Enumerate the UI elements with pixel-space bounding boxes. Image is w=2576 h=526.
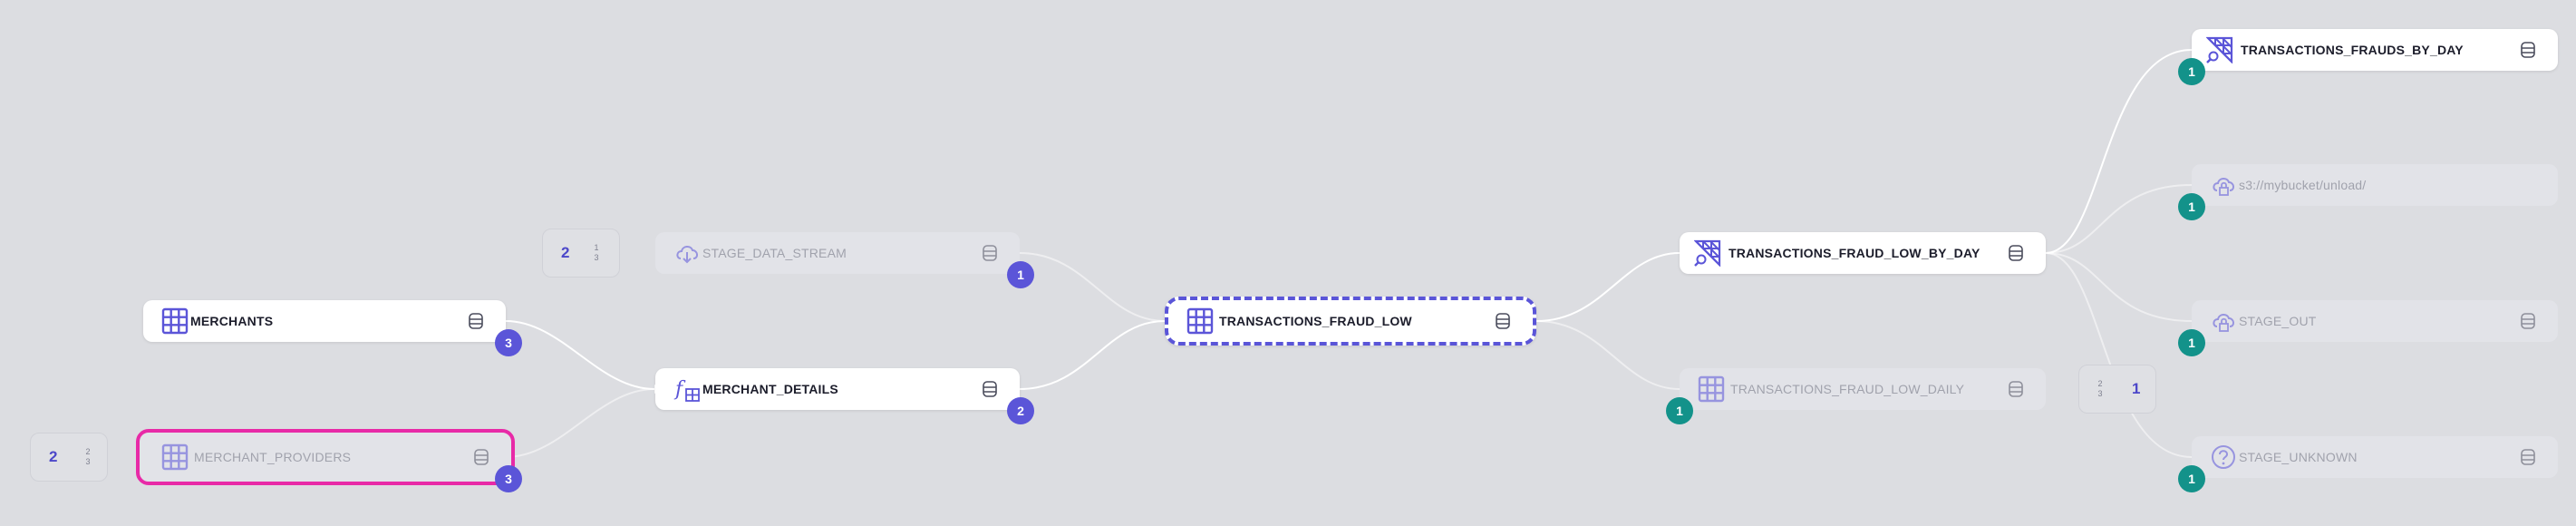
edge-by-day-to-s3 (2045, 184, 2193, 254)
table-search-icon (1694, 239, 1721, 267)
node-label: MERCHANT_PROVIDERS (194, 450, 352, 464)
node-stage-unknown[interactable]: STAGE_UNKNOWN (2192, 436, 2558, 478)
pager-count: 2 (561, 244, 570, 261)
count-badge: 2 (1007, 397, 1034, 424)
table-icon (161, 443, 189, 471)
node-label: s3://mybucket/unload/ (2239, 178, 2367, 192)
node-label: STAGE_DATA_STREAM (702, 246, 847, 260)
cloud-stage-icon (676, 246, 698, 264)
table-icon (1698, 375, 1725, 403)
node-label: TRANSACTIONS_FRAUD_LOW_BY_DAY (1729, 246, 1980, 260)
edge-fraud-low-to-by-day (1535, 252, 1680, 322)
pager-count: 1 (2132, 380, 2141, 397)
edge-fraud-low-to-daily (1535, 320, 1680, 390)
count-badge: 1 (2178, 58, 2205, 85)
node-merchants[interactable]: MERCHANTS (143, 300, 506, 342)
count-badge: 1 (2178, 329, 2205, 356)
count-badge: 1 (2178, 465, 2205, 492)
count-badge: 1 (2178, 193, 2205, 220)
node-s3-unload[interactable]: s3://mybucket/unload/ (2192, 164, 2558, 206)
database-icon (1496, 313, 1510, 329)
database-icon (469, 313, 483, 329)
database-icon (983, 381, 997, 397)
table-icon (1186, 307, 1214, 335)
node-label: TRANSACTIONS_FRAUDS_BY_DAY (2241, 43, 2464, 57)
edge-by-day-to-stage-unknown (2045, 252, 2193, 458)
database-icon (2009, 245, 2023, 261)
count-badge: 1 (1007, 261, 1034, 288)
node-label: MERCHANT_DETAILS (702, 382, 838, 396)
node-label: TRANSACTIONS_FRAUD_LOW (1219, 314, 1412, 328)
node-label: STAGE_OUT (2239, 314, 2317, 328)
node-stage-data-stream[interactable]: STAGE_DATA_STREAM (655, 232, 1020, 274)
database-icon (2521, 313, 2535, 329)
count-badge: 3 (495, 329, 522, 356)
node-label: TRANSACTIONS_FRAUD_LOW_DAILY (1730, 382, 1965, 396)
node-transactions-fraud-low-by-day[interactable]: TRANSACTIONS_FRAUD_LOW_BY_DAY (1680, 232, 2046, 274)
cloud-lock-icon (2213, 178, 2234, 196)
database-icon (474, 449, 489, 465)
table-search-icon (2206, 36, 2233, 63)
database-icon (983, 245, 997, 261)
pager-count: 2 (49, 448, 58, 465)
database-icon (2521, 42, 2535, 58)
node-label: MERCHANTS (190, 314, 274, 328)
node-transactions-fraud-low[interactable]: TRANSACTIONS_FRAUD_LOW (1165, 297, 1536, 346)
edge-merchants-to-details (505, 320, 655, 390)
edge-stage-to-fraud-low (1019, 252, 1166, 322)
count-badge: 1 (1666, 397, 1693, 424)
database-icon (2009, 381, 2023, 397)
edge-providers-to-details (505, 388, 655, 458)
table-icon (161, 307, 189, 335)
cloud-lock-icon (2213, 314, 2234, 332)
svg-text:f: f (673, 378, 686, 401)
question-icon (2212, 445, 2235, 469)
count-badge: 3 (495, 465, 522, 492)
edge-details-to-fraud-low (1019, 320, 1166, 390)
node-transactions-frauds-by-day[interactable]: TRANSACTIONS_FRAUDS_BY_DAY (2192, 29, 2558, 71)
node-stage-out[interactable]: STAGE_OUT (2192, 300, 2558, 342)
edge-by-day-to-stage-out (2045, 252, 2193, 322)
node-label: STAGE_UNKNOWN (2239, 450, 2358, 464)
node-merchant-details[interactable]: f MERCHANT_DETAILS (655, 368, 1020, 410)
edge-by-day-to-frauds-by-day (2045, 49, 2193, 254)
node-transactions-fraud-low-daily[interactable]: TRANSACTIONS_FRAUD_LOW_DAILY (1680, 368, 2046, 410)
node-merchant-providers[interactable]: MERCHANT_PROVIDERS (136, 429, 515, 485)
function-icon: f (673, 378, 700, 402)
database-icon (2521, 449, 2535, 465)
